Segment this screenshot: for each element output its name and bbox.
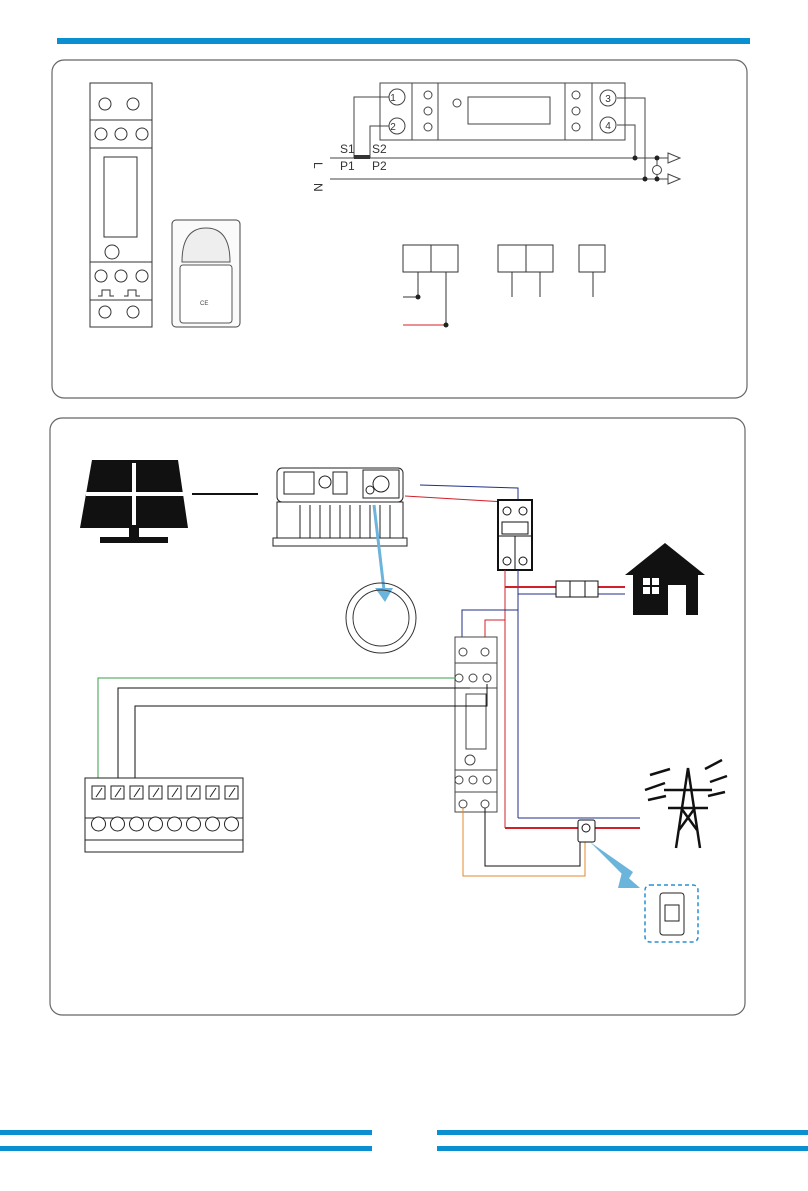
terminal-hole: [111, 817, 125, 831]
terminal-hole: [206, 817, 220, 831]
terminal-legend: [403, 245, 605, 325]
breaker-icon: [498, 500, 532, 570]
load-breaker-icon: [556, 581, 598, 597]
p1-label: P1: [340, 159, 355, 173]
terminal-4-label: 4: [605, 121, 611, 132]
terminal-hole: [149, 817, 163, 831]
power-tower-icon: [645, 760, 727, 848]
terminal-hole: [130, 817, 144, 831]
meter-panel: [52, 60, 747, 398]
ct-sensor-image: CE: [172, 220, 240, 327]
terminal-hole: [168, 817, 182, 831]
ct-clamp-icon: [578, 820, 595, 842]
s2-label: S2: [372, 142, 387, 156]
footer-bars: [0, 1130, 808, 1151]
energy-meter-icon: [455, 637, 497, 812]
terminal-block-icon: [85, 778, 243, 852]
s1-label: S1: [340, 142, 355, 156]
ce-mark: CE: [200, 301, 208, 307]
arrow-icon: [590, 842, 633, 880]
l-label: L: [311, 162, 325, 169]
terminal-3-label: 3: [605, 94, 611, 105]
n-label: N: [311, 183, 325, 192]
energy-meter-front: [90, 83, 152, 327]
terminal-2-label: 2: [390, 122, 396, 133]
terminal-hole: [187, 817, 201, 831]
terminal-1-label: 1: [390, 93, 396, 104]
house-icon: [625, 543, 705, 615]
header-bar: [57, 38, 750, 44]
ct-detail-icon: [645, 885, 698, 942]
solar-panel-icon: [80, 460, 188, 543]
ct-clamp-mark: [354, 155, 370, 159]
inverter-icon: [273, 468, 407, 546]
terminal-hole: [225, 817, 239, 831]
terminal-hole: [92, 817, 106, 831]
p2-label: P2: [372, 159, 387, 173]
